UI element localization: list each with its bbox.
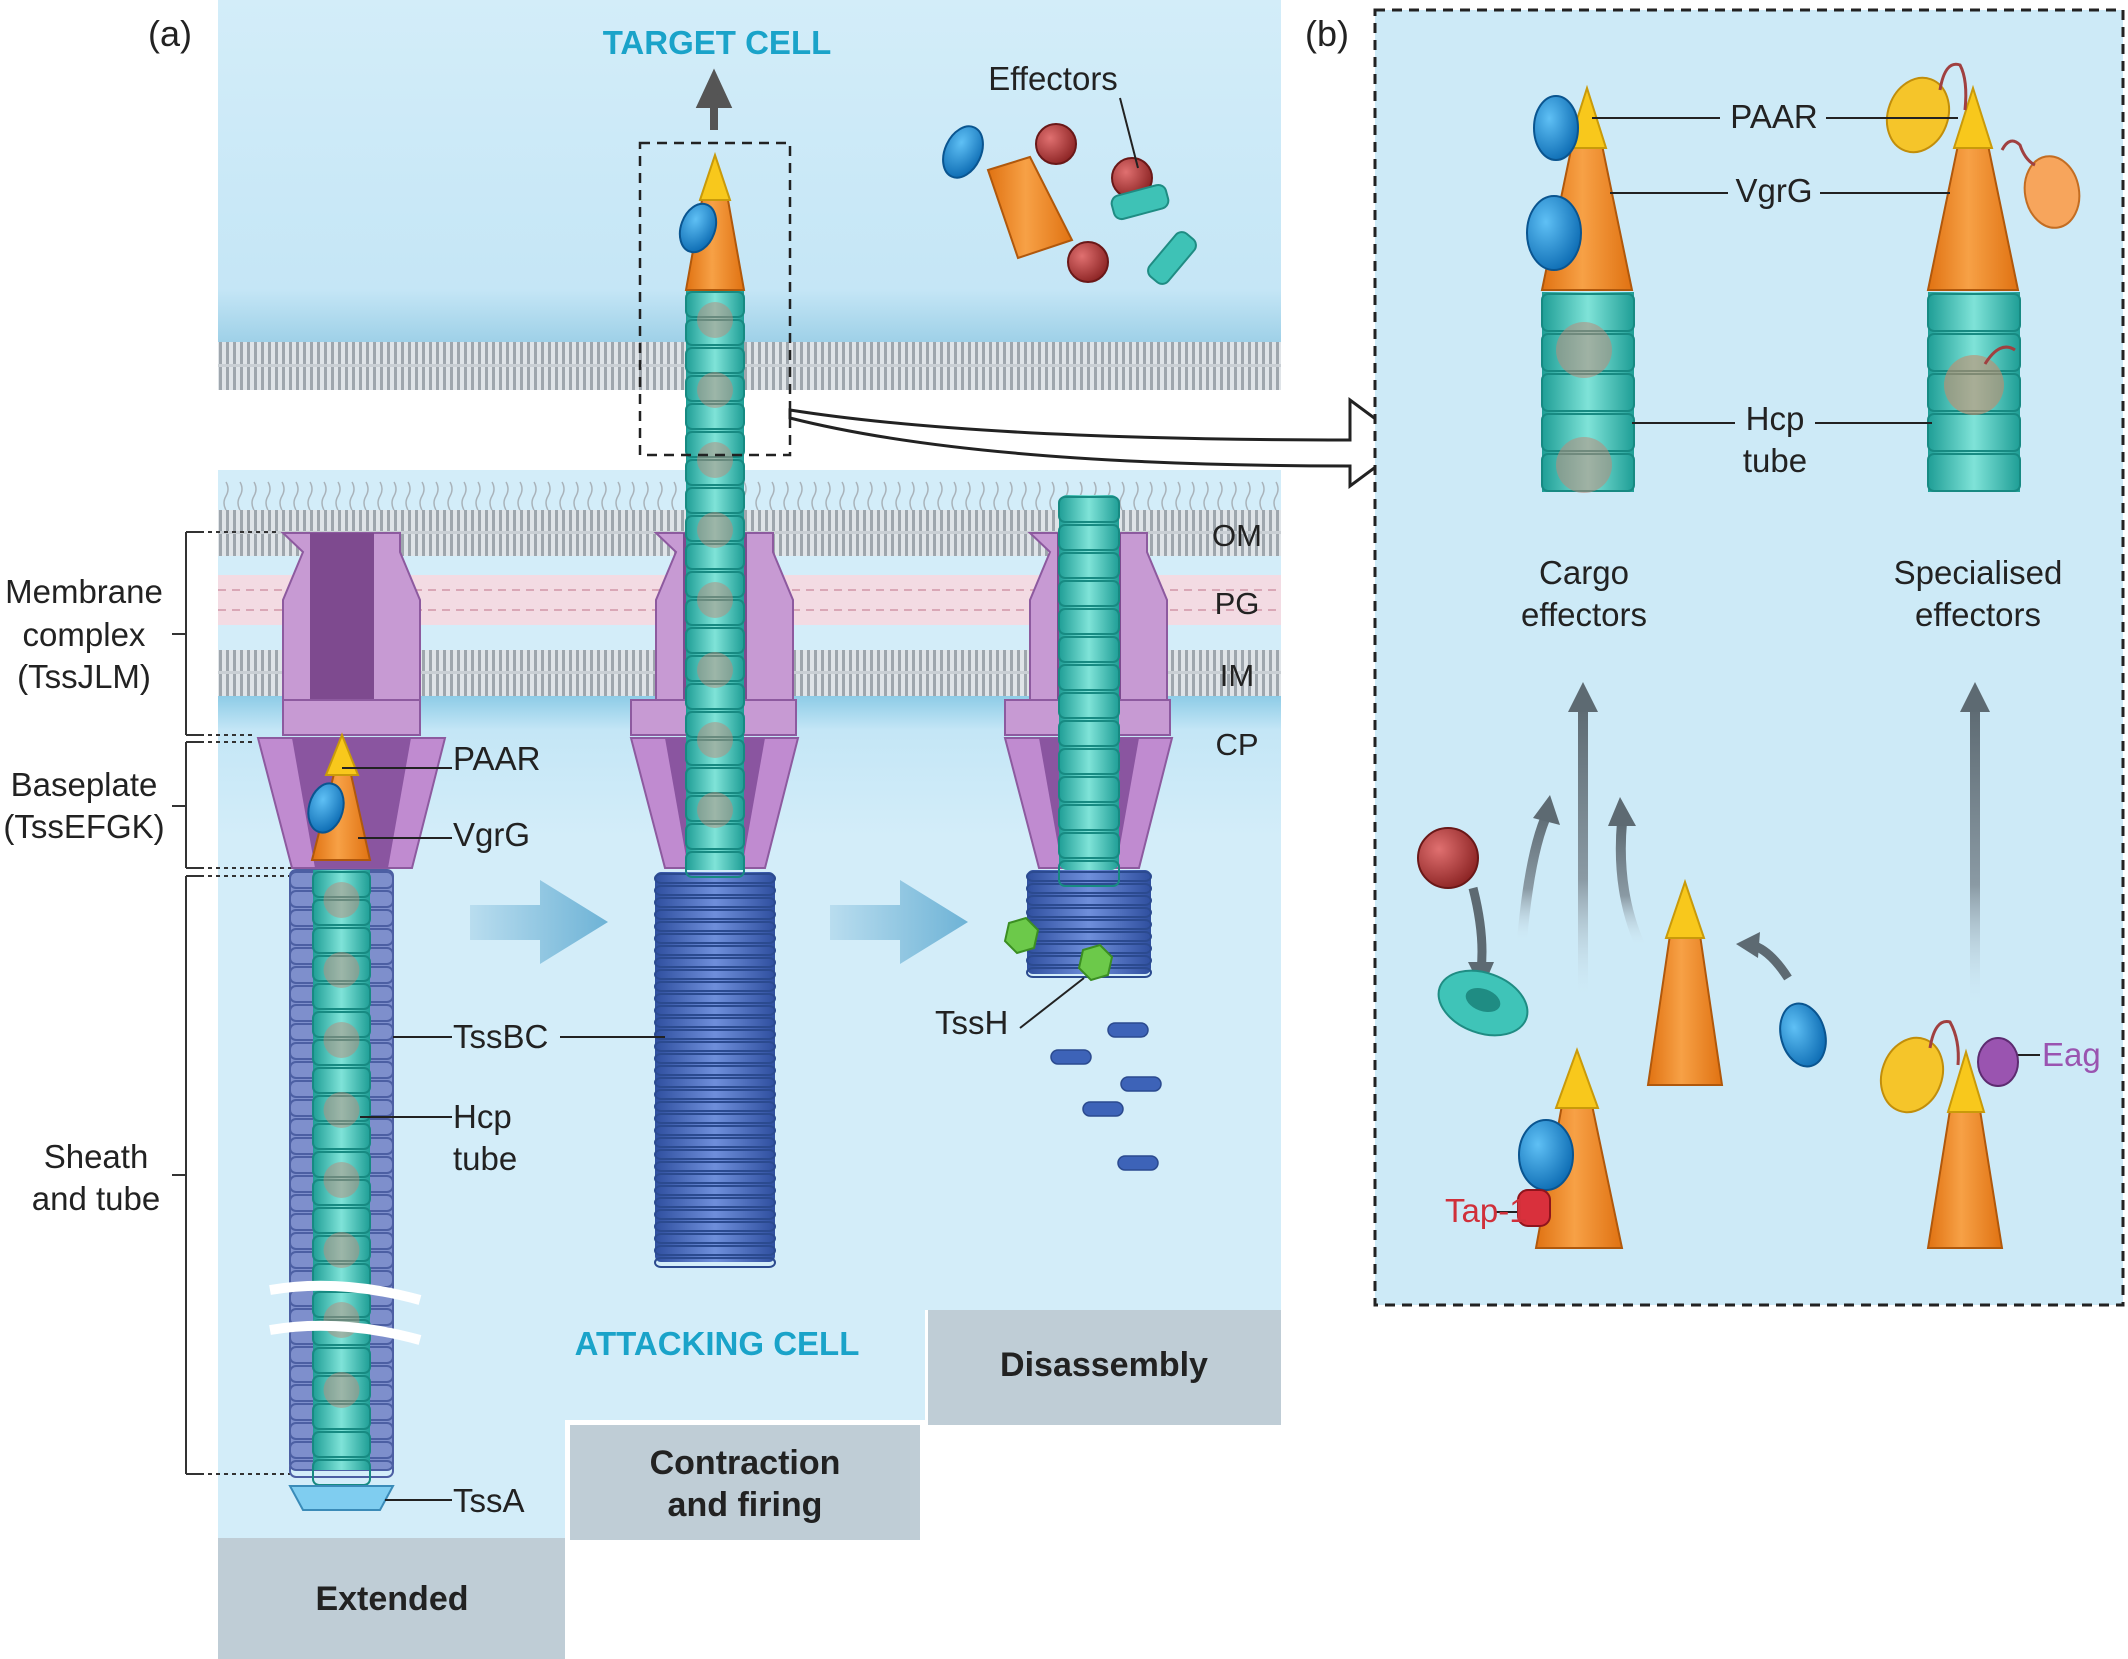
tssh-label: TssH: [935, 1004, 1008, 1041]
specialised-label-1: Specialised: [1894, 554, 2063, 591]
hcp-label-1: Hcp: [453, 1098, 512, 1135]
tssbc-label: TssBC: [453, 1018, 548, 1055]
baseplate-bracket: [172, 741, 200, 869]
stage-contraction-label-2: and firing: [668, 1486, 823, 1524]
baseplate-label-2: (TssEFGK): [3, 808, 164, 845]
stage-contraction-box: [570, 1425, 920, 1540]
b-vgrg-label: VgrG: [1735, 172, 1812, 209]
contraction-apparatus: [629, 68, 800, 1268]
target-cell-label: TARGET CELL: [603, 24, 832, 61]
paar-label: PAAR: [453, 740, 540, 777]
tap1-label: Tap-1: [1445, 1192, 1528, 1229]
b-paar-label: PAAR: [1730, 98, 1817, 135]
stage-arrow-1: [470, 880, 608, 964]
sheath-tube-bracket: [172, 875, 200, 1475]
tssh-hexagon: [1077, 943, 1114, 982]
sheath-tube-label-2: and tube: [32, 1180, 160, 1217]
om-label: OM: [1212, 518, 1262, 553]
effectors-cluster: [942, 97, 1197, 285]
zoom-box: [638, 141, 792, 457]
stage-disassembly-label: Disassembly: [1000, 1346, 1208, 1384]
disassembly-apparatus: [1003, 495, 1174, 1171]
vgrg-label: VgrG: [453, 816, 530, 853]
cp-label: CP: [1215, 727, 1258, 762]
panel-b-arrows: [1468, 682, 1990, 1005]
cargo-label-2: effectors: [1521, 596, 1647, 633]
b-hcp-label-1: Hcp: [1746, 400, 1805, 437]
stage-contraction-label-1: Contraction: [650, 1444, 841, 1482]
stage-extended-label: Extended: [315, 1580, 468, 1618]
panel-b-label: (b): [1305, 13, 1349, 54]
cargo-assembly: [1417, 827, 2019, 1249]
tssh-hexagon: [1003, 916, 1040, 955]
membrane-complex-label-1: Membrane: [5, 573, 163, 610]
stage-extended-box: [218, 1538, 565, 1659]
attacking-cell-label: ATTACKING CELL: [575, 1325, 860, 1362]
panel-a-label: (a): [148, 13, 192, 54]
membrane-complex-label-3: (TssJLM): [17, 658, 151, 695]
extended-apparatus: [256, 532, 447, 1511]
specialised-label-2: effectors: [1915, 596, 2041, 633]
cargo-label-1: Cargo: [1539, 554, 1629, 591]
membrane-complex-bracket: [172, 531, 200, 736]
stage-arrow-2: [830, 880, 968, 964]
hcp-label-2: tube: [453, 1140, 517, 1177]
sheath-tube-label-1: Sheath: [44, 1138, 149, 1175]
stage-disassembly-box: [928, 1310, 1281, 1425]
cargo-structure: [1526, 84, 1635, 493]
b-hcp-label-2: tube: [1743, 442, 1807, 479]
tssa-label: TssA: [453, 1482, 525, 1519]
specialised-structure: [1885, 62, 2081, 492]
baseplate-label-1: Baseplate: [11, 766, 158, 803]
target-cell-bg: [218, 0, 1281, 385]
membrane-complex-label-2: complex: [23, 616, 146, 653]
effectors-label: Effectors: [988, 60, 1118, 97]
im-label: IM: [1220, 658, 1254, 693]
eag-label: Eag: [2042, 1036, 2101, 1073]
pg-label: PG: [1215, 586, 1260, 621]
